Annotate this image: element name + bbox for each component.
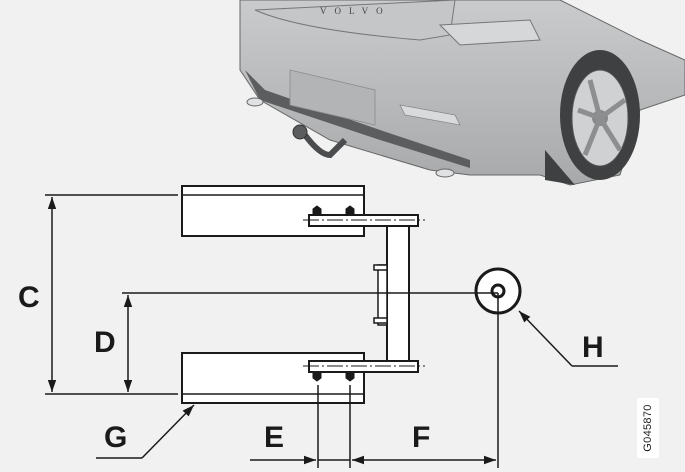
label-e: E (264, 421, 285, 454)
label-c: C (18, 281, 40, 314)
label-d: D (94, 326, 116, 359)
image-code: G045870 (637, 398, 659, 458)
dimension-lines (45, 194, 618, 468)
svg-text:VOLVO: VOLVO (320, 6, 391, 16)
car-rear-illustration: VOLVO (239, 0, 685, 186)
label-f: F (412, 421, 431, 454)
upper-frame-beam (181, 185, 365, 237)
label-h: H (582, 331, 604, 364)
label-g: G (104, 421, 128, 454)
